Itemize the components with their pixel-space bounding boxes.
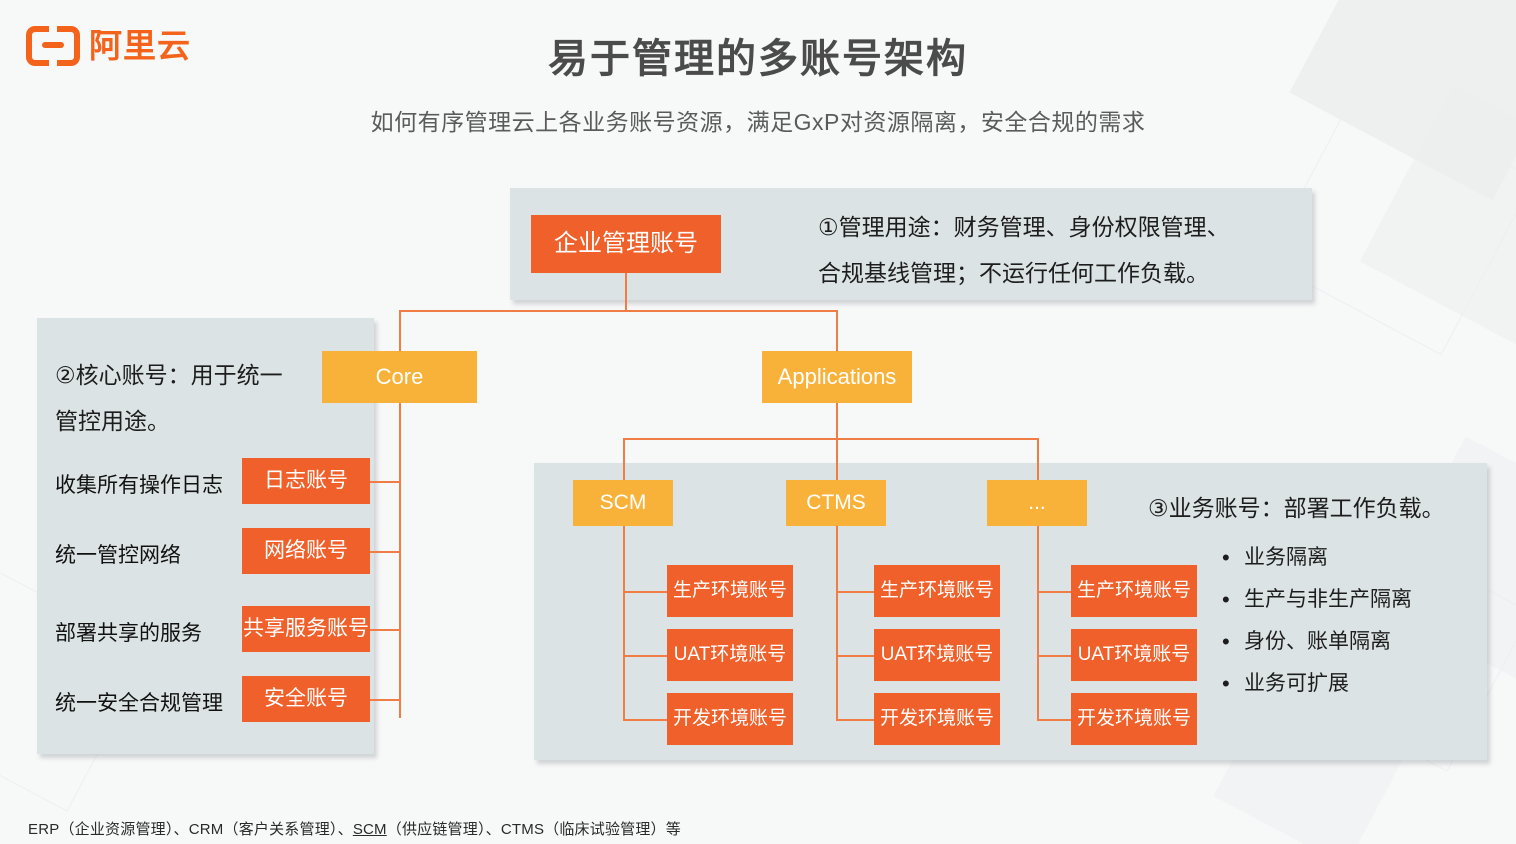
node-scm-uat[interactable]: UAT环境账号: [667, 629, 793, 681]
footnote-scm-link[interactable]: SCM: [352, 821, 387, 838]
footnote-post: （供应链管理）、CTMS（临床试验管理）等: [386, 821, 681, 838]
connector-core-stub-1: [370, 551, 400, 553]
connector-scm-stub-2: [623, 719, 667, 721]
list-item: • 身份、账单隔离: [1222, 629, 1487, 655]
node-more-prod[interactable]: 生产环境账号: [1071, 565, 1197, 617]
connector-scm-up: [623, 438, 625, 480]
node-security-account[interactable]: 安全账号: [242, 676, 370, 722]
connector-more-up: [1037, 438, 1039, 480]
node-ctms-dev[interactable]: 开发环境账号: [874, 693, 1000, 745]
page-title: 易于管理的多账号架构: [548, 37, 968, 81]
connector-core-up: [399, 310, 401, 351]
node-scm-prod[interactable]: 生产环境账号: [667, 565, 793, 617]
node-more-uat[interactable]: UAT环境账号: [1071, 629, 1197, 681]
connector-scm-stub-1: [623, 655, 667, 657]
connector-ctms-stub-0: [836, 591, 874, 593]
node-network-account[interactable]: 网络账号: [242, 528, 370, 574]
connector-core-stub-2: [370, 629, 400, 631]
connector-core-stub-3: [370, 699, 400, 701]
management-account-description-line2: 合规基线管理；不运行任何工作负载。: [818, 260, 1209, 286]
core-row-label-1: 统一管控网络: [55, 544, 181, 567]
connector-applications-down: [836, 403, 838, 439]
connector-more-stub-2: [1037, 719, 1071, 721]
connector-ctms-up: [836, 438, 838, 480]
business-accounts-bullet-list: • 业务隔离 • 生产与非生产隔离 • 身份、账单隔离 • 业务可扩展: [1222, 545, 1487, 713]
connector-scm-stub-0: [623, 591, 667, 593]
connector-ctms-stub-1: [836, 655, 874, 657]
alibaba-cloud-logo-icon: [26, 26, 80, 66]
management-account-description-line1: ①管理用途：财务管理、身份权限管理、: [818, 214, 1230, 240]
node-scm-dev[interactable]: 开发环境账号: [667, 693, 793, 745]
list-item: • 生产与非生产隔离: [1222, 587, 1487, 613]
list-item-label: 生产与非生产隔离: [1244, 588, 1412, 611]
node-enterprise-management-account[interactable]: 企业管理账号: [531, 215, 721, 273]
connector-ctms-spine: [836, 526, 838, 719]
node-ctms[interactable]: CTMS: [786, 480, 886, 526]
connector-more-stub-1: [1037, 655, 1071, 657]
node-more-dev[interactable]: 开发环境账号: [1071, 693, 1197, 745]
list-item: • 业务可扩展: [1222, 671, 1487, 697]
list-item: • 业务隔离: [1222, 545, 1487, 571]
connector-more-spine: [1037, 526, 1039, 719]
node-scm[interactable]: SCM: [573, 480, 673, 526]
node-ctms-prod[interactable]: 生产环境账号: [874, 565, 1000, 617]
bullet-marker-icon: •: [1222, 545, 1230, 570]
list-item-label: 业务可扩展: [1244, 672, 1349, 695]
connector-more-stub-0: [1037, 591, 1071, 593]
node-applications[interactable]: Applications: [762, 351, 912, 403]
bullet-marker-icon: •: [1222, 629, 1230, 654]
node-core[interactable]: Core: [322, 351, 477, 403]
core-accounts-description-line1: ②核心账号：用于统一: [55, 362, 283, 388]
connector-tier1-horizontal: [399, 310, 838, 312]
core-row-label-2: 部署共享的服务: [55, 622, 202, 645]
connector-applications-up: [836, 310, 838, 351]
node-more-apps[interactable]: ...: [987, 480, 1087, 526]
core-accounts-description-line2: 管控用途。: [55, 408, 170, 434]
bullet-marker-icon: •: [1222, 671, 1230, 696]
core-row-label-3: 统一安全合规管理: [55, 692, 223, 715]
footnote: ERP（企业资源管理）、CRM（客户关系管理）、SCM（供应链管理）、CTMS（…: [28, 818, 681, 839]
bullet-marker-icon: •: [1222, 587, 1230, 612]
brand-name: 阿里云: [89, 27, 191, 64]
connector-core-stub-0: [370, 481, 400, 483]
connector-management-down: [625, 273, 627, 311]
node-ctms-uat[interactable]: UAT环境账号: [874, 629, 1000, 681]
brand-logo: 阿里云: [26, 26, 191, 66]
connector-core-spine: [399, 403, 401, 718]
business-accounts-description: ③业务账号：部署工作负载。: [1148, 495, 1445, 521]
core-row-label-0: 收集所有操作日志: [55, 474, 223, 497]
connector-scm-spine: [623, 526, 625, 719]
list-item-label: 身份、账单隔离: [1244, 630, 1391, 653]
page-subtitle: 如何有序管理云上各业务账号资源，满足GxP对资源隔离，安全合规的需求: [370, 109, 1146, 135]
node-shared-services-account[interactable]: 共享服务账号: [242, 606, 370, 652]
connector-tier2-horizontal: [623, 438, 1038, 440]
footnote-pre: ERP（企业资源管理）、CRM（客户关系管理）、: [28, 821, 353, 838]
list-item-label: 业务隔离: [1244, 546, 1328, 569]
node-log-account[interactable]: 日志账号: [242, 458, 370, 504]
connector-ctms-stub-2: [836, 719, 874, 721]
